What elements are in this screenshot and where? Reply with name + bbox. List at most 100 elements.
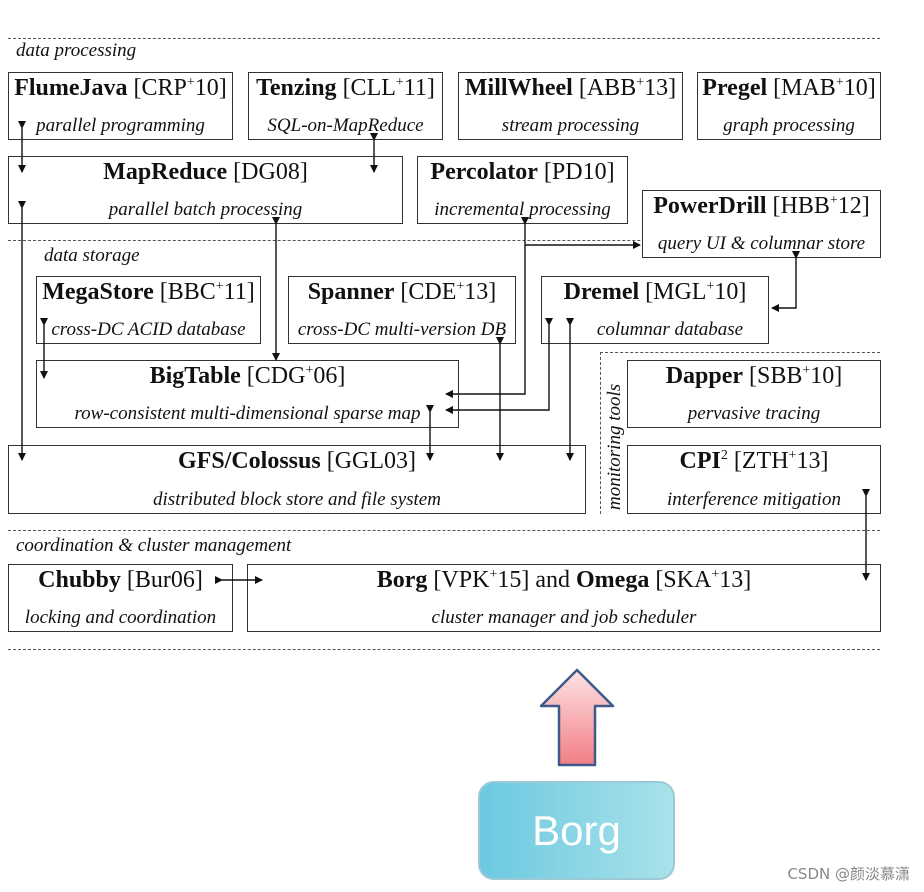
box-title-2: Omega — [576, 567, 650, 593]
box-bigtable: BigTable [CDG+06] row-consistent multi-d… — [36, 360, 459, 428]
box-ref-tail: 06] — [313, 363, 346, 389]
box-desc: query UI & columnar store — [657, 233, 866, 254]
box-title: BigTable — [149, 363, 241, 389]
box-ref: [ZTH — [733, 448, 789, 474]
box-ref: [BBC — [159, 279, 216, 305]
box-cpi: CPI2 [ZTH+13] interference mitigation — [627, 445, 881, 514]
box-ref: [VPK — [433, 567, 490, 593]
arrow-powerdrill-dremel — [771, 251, 800, 312]
box-title: MegaStore — [42, 279, 154, 305]
box-ref-tail: 13] — [644, 75, 677, 101]
box-desc: parallel programming — [36, 115, 205, 136]
up-arrow-icon — [539, 668, 615, 767]
box-ref: [MGL — [645, 279, 707, 305]
box-millwheel: MillWheel [ABB+13] stream processing — [458, 72, 683, 140]
box-ref: [CDG — [246, 363, 306, 389]
box-ref-sup: + — [706, 279, 715, 294]
box-desc: locking and coordination — [24, 607, 217, 628]
box-title: MillWheel — [464, 75, 573, 101]
box-desc: distributed block store and file system — [153, 489, 441, 510]
separator-processing-storage — [8, 240, 880, 241]
box-ref-sup: + — [835, 75, 844, 90]
box-desc: row-consistent multi-dimensional sparse … — [74, 403, 421, 424]
box-ref-tail: 13] — [796, 448, 829, 474]
separator-monitoring-top — [600, 352, 880, 353]
box-desc: pervasive tracing — [687, 403, 821, 424]
box-ref: [PD10] — [543, 159, 615, 185]
box-ref-tail: 11] — [403, 75, 435, 101]
section-label-data-storage: data storage — [44, 245, 140, 266]
arrow-percolator-bigtable — [445, 217, 529, 398]
box-ref-sup: + — [215, 279, 224, 294]
box-ref: [Bur06] — [126, 567, 203, 593]
section-label-data-processing: data processing — [16, 40, 137, 61]
box-title-sup: 2 — [720, 448, 728, 463]
box-ref: [CRP — [133, 75, 187, 101]
box-desc: parallel batch processing — [108, 199, 303, 220]
box-title: MapReduce — [103, 159, 228, 185]
box-ref: [ABB — [578, 75, 637, 101]
box-ref-sup: + — [395, 75, 404, 90]
box-desc: cross-DC ACID database — [51, 319, 246, 340]
box-ref-sup: + — [489, 567, 498, 582]
box-ref-tail: 11] — [223, 279, 255, 305]
box-gfs: GFS/Colossus [GGL03] distributed block s… — [8, 445, 586, 514]
box-flumejava: FlumeJava [CRP+10] parallel programming — [8, 72, 233, 140]
box-desc: columnar database — [596, 319, 744, 340]
separator-monitoring — [600, 352, 601, 514]
box-dapper: Dapper [SBB+10] pervasive tracing — [627, 360, 881, 428]
box-title: GFS/Colossus — [177, 448, 321, 474]
box-title: CPI — [679, 448, 721, 474]
box-ref-tail: 10] — [714, 279, 747, 305]
box-ref-tail: 15] — [497, 567, 530, 593]
box-ref-sup: + — [305, 363, 314, 378]
box-desc: stream processing — [501, 115, 640, 136]
box-ref-2: [SKA — [655, 567, 712, 593]
borg-button[interactable]: Borg — [478, 781, 675, 880]
separator-storage-coordination — [8, 530, 880, 531]
box-title: Dremel — [563, 279, 640, 305]
box-ref-sup: + — [802, 363, 811, 378]
box-ref-sup: + — [788, 448, 797, 463]
box-and: and — [535, 567, 570, 593]
box-desc: cluster manager and job scheduler — [431, 607, 697, 628]
section-label-coordination: coordination & cluster management — [16, 535, 292, 556]
box-title: Tenzing — [256, 75, 337, 101]
box-ref-tail: 10] — [843, 75, 876, 101]
box-title: FlumeJava — [14, 75, 128, 101]
box-title: Borg — [376, 567, 428, 593]
box-desc: incremental processing — [434, 199, 611, 220]
box-powerdrill: PowerDrill [HBB+12] query UI & columnar … — [642, 190, 881, 258]
box-ref: [GGL03] — [326, 448, 417, 474]
box-title: Percolator — [430, 159, 538, 185]
box-tenzing: Tenzing [CLL+11] SQL-on-MapReduce — [248, 72, 443, 140]
box-ref-tail-2: 13] — [719, 567, 752, 593]
box-ref: [HBB — [772, 193, 830, 219]
box-desc: graph processing — [723, 115, 855, 136]
box-chubby: Chubby [Bur06] locking and coordination — [8, 564, 233, 632]
arrow-dremel-bigtable — [445, 318, 553, 414]
box-pregel: Pregel [MAB+10] graph processing — [697, 72, 881, 140]
box-ref-sup: + — [636, 75, 645, 90]
watermark: CSDN @颜淡慕潇 — [787, 865, 910, 883]
box-megastore: MegaStore [BBC+11] cross-DC ACID databas… — [36, 276, 261, 344]
box-ref-sup-2: + — [711, 567, 720, 582]
box-title: Chubby — [38, 567, 121, 593]
box-ref-tail: 10] — [194, 75, 227, 101]
box-ref-tail: 12] — [837, 193, 870, 219]
box-ref-tail: 10] — [810, 363, 843, 389]
box-ref: [MAB — [773, 75, 836, 101]
box-title: Dapper — [665, 363, 744, 389]
separator-bottom — [8, 649, 880, 650]
box-desc: SQL-on-MapReduce — [267, 115, 424, 136]
separator-top — [8, 38, 880, 39]
box-mapreduce: MapReduce [DG08] parallel batch processi… — [8, 156, 403, 224]
box-borg-omega: Borg [VPK+15] and Omega [SKA+13] cluster… — [247, 564, 881, 632]
box-title: Pregel — [702, 75, 768, 101]
box-ref: [SBB — [749, 363, 803, 389]
box-title: PowerDrill — [653, 193, 767, 219]
box-ref: [CLL — [342, 75, 396, 101]
box-ref-sup: + — [829, 193, 838, 208]
box-dremel: Dremel [MGL+10] columnar database — [541, 276, 769, 344]
box-desc: interference mitigation — [667, 489, 841, 510]
